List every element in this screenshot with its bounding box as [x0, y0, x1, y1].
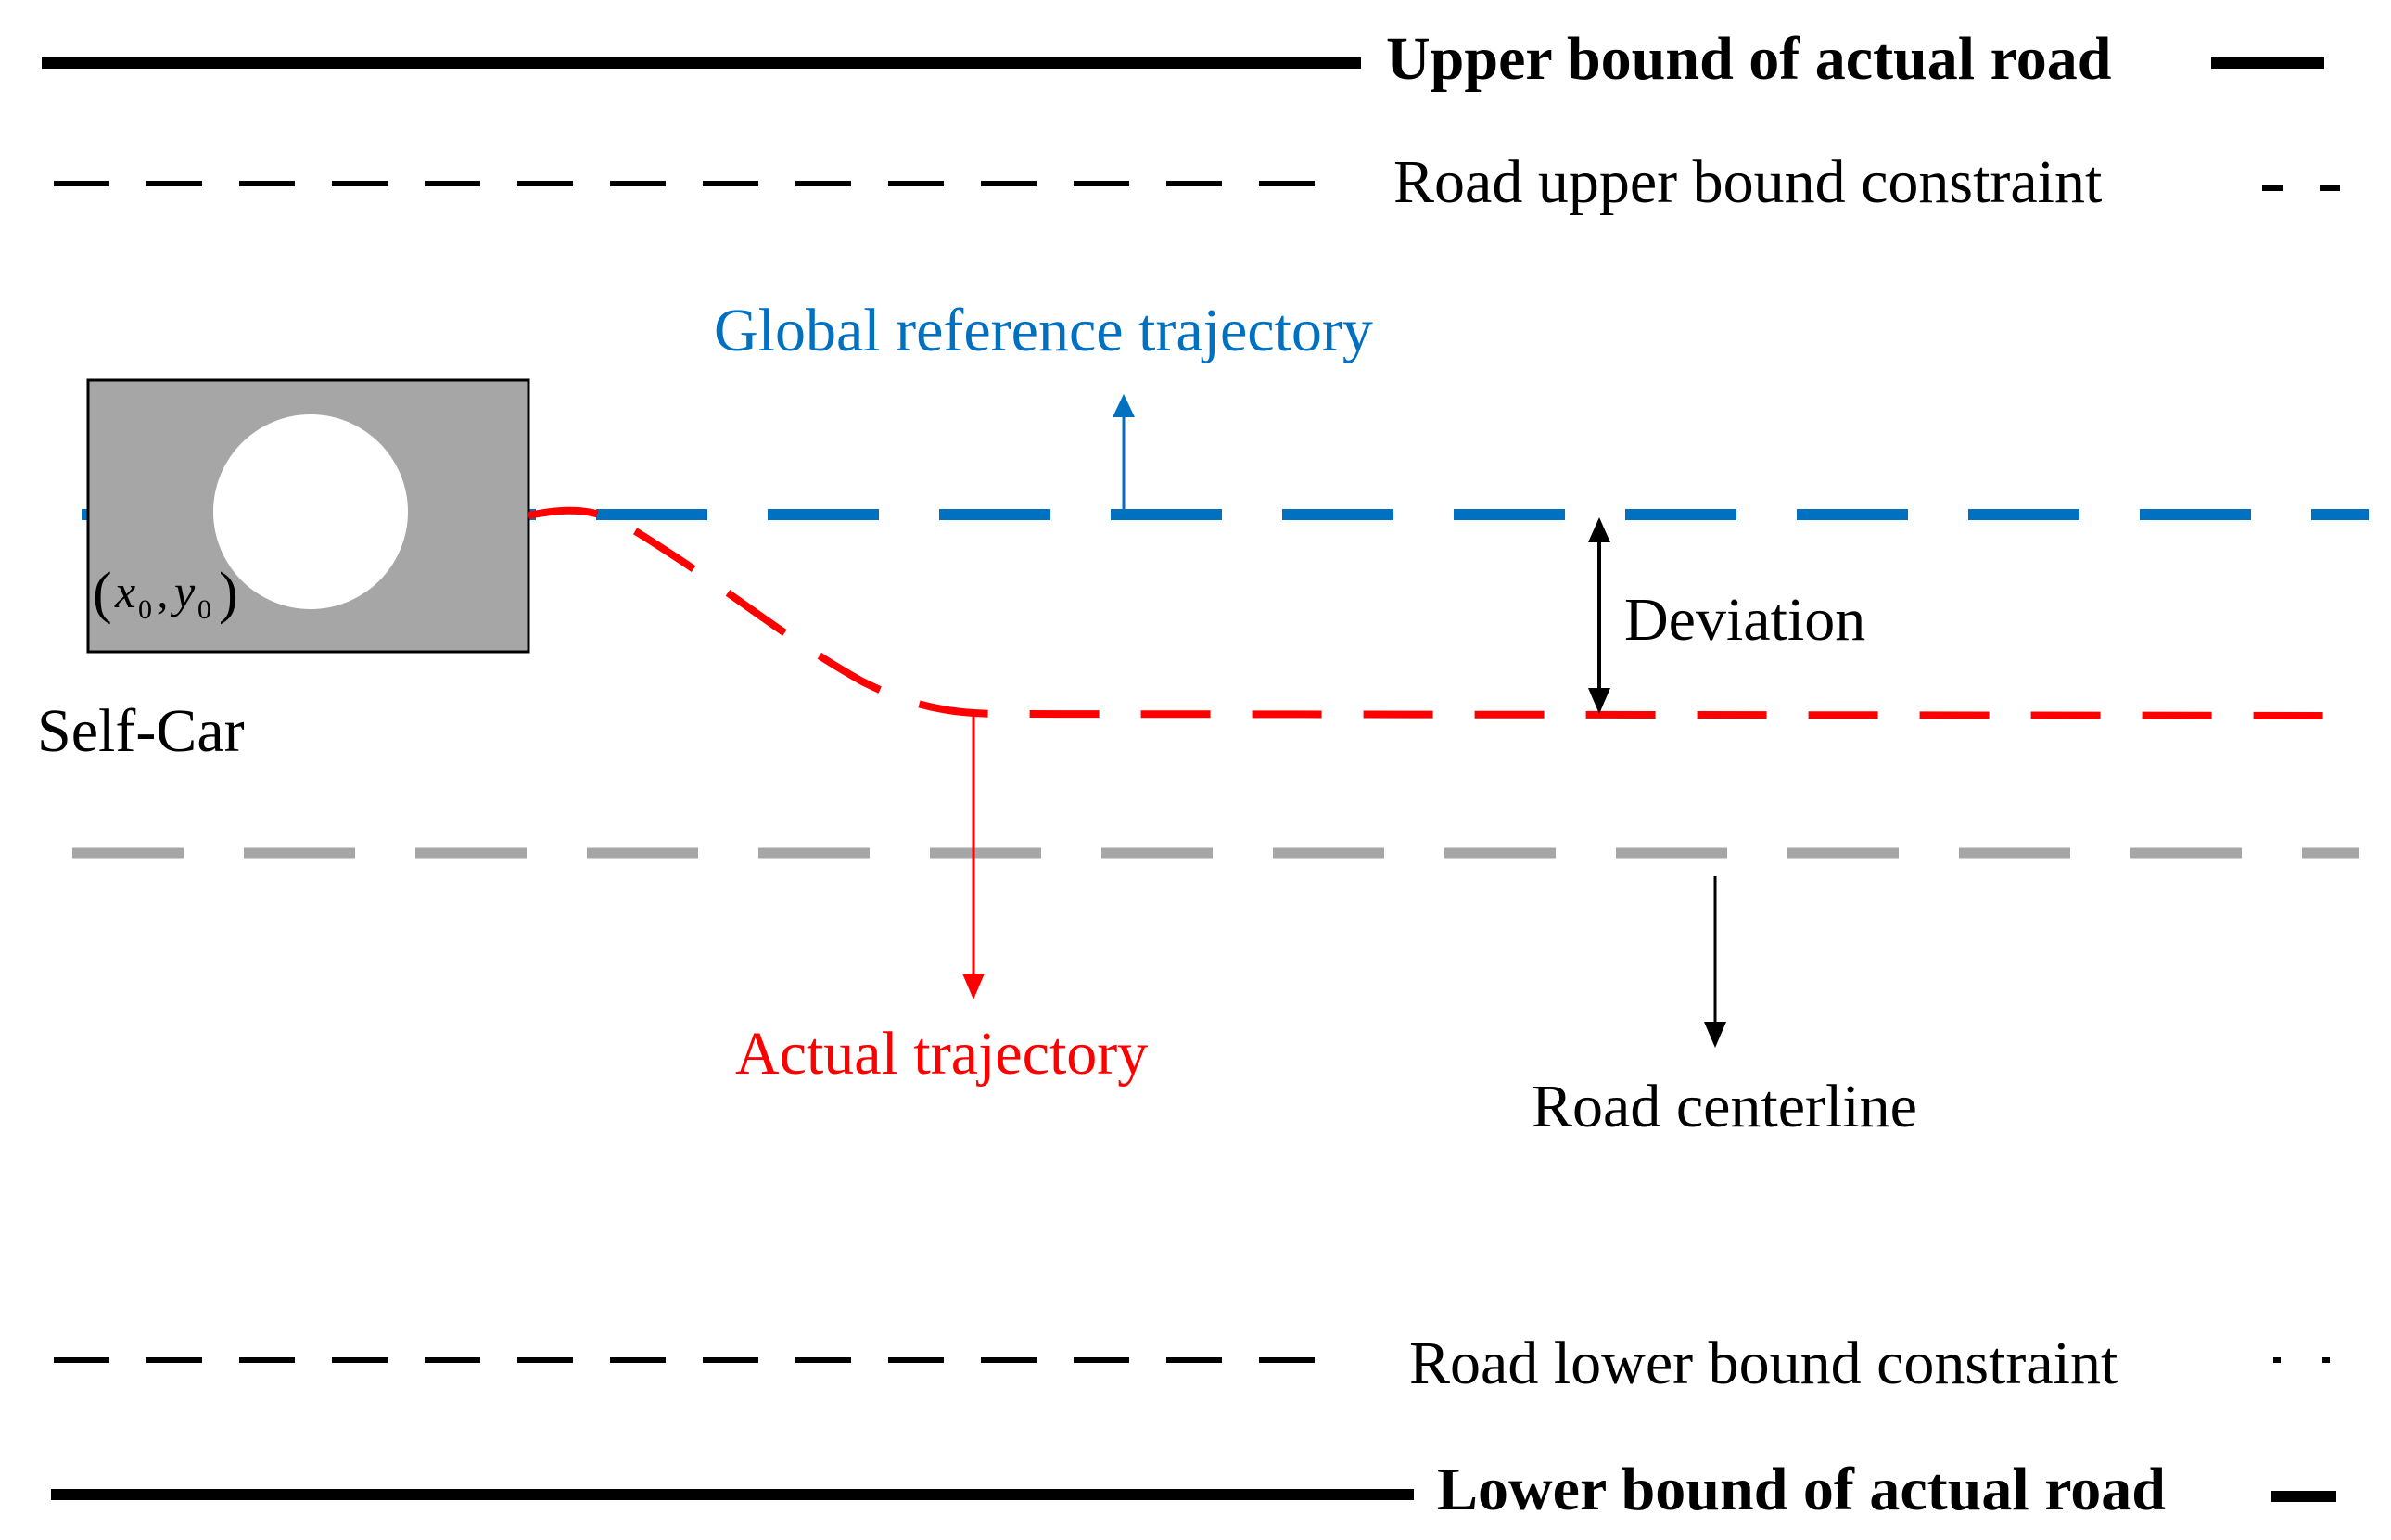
- actual-trajectory-label: Actual trajectory: [735, 1020, 1148, 1088]
- svg-text:x: x: [114, 566, 135, 617]
- road-upper-bound-constraint-label: Road upper bound constraint: [1393, 148, 2102, 216]
- road-centerline-arrow-head: [1704, 1022, 1726, 1048]
- road-lower-bound-constraint-label: Road lower bound constraint: [1409, 1330, 2118, 1397]
- deviation-arrow-head-top: [1588, 517, 1610, 542]
- global-reference-arrow-head: [1113, 394, 1135, 417]
- upper-bound-actual-road-label: Upper bound of actual road: [1386, 25, 2111, 93]
- self-car-marker: [213, 414, 408, 609]
- actual-trajectory-line: [528, 506, 2356, 719]
- svg-text:0: 0: [138, 594, 152, 625]
- self-car-label: Self-Car: [37, 697, 245, 765]
- global-reference-trajectory-label: Global reference trajectory: [714, 297, 1373, 364]
- self-car-coordinate-label: ( x 0 , y 0 ): [93, 562, 238, 625]
- svg-text:,: ,: [157, 566, 169, 617]
- svg-text:y: y: [170, 566, 196, 617]
- svg-text:(: (: [93, 562, 112, 625]
- road-centerline-label: Road centerline: [1532, 1073, 1917, 1140]
- svg-text:0: 0: [197, 594, 211, 625]
- svg-text:): ): [219, 562, 238, 625]
- actual-trajectory-arrow-head: [962, 974, 985, 999]
- deviation-label: Deviation: [1624, 586, 1865, 654]
- deviation-arrow-head-bottom: [1588, 688, 1610, 714]
- lower-bound-actual-road-label: Lower bound of actual road: [1437, 1456, 2166, 1523]
